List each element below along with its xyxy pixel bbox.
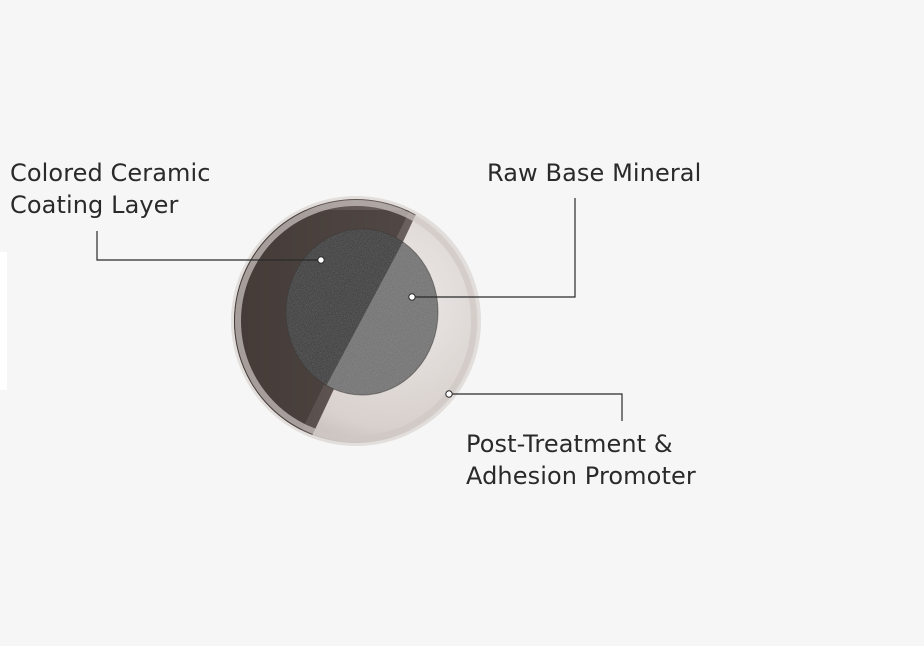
post-treatment-marker-dot (446, 391, 452, 397)
coating-label-line-1: Colored Ceramic (10, 157, 211, 189)
coating-layer-label: Colored Ceramic Coating Layer (10, 157, 211, 221)
post-treatment-label: Post-Treatment & Adhesion Promoter (466, 428, 696, 492)
raw-mineral-label: Raw Base Mineral (487, 157, 701, 189)
coating-label-line-2: Coating Layer (10, 189, 211, 221)
post-label-line-2: Adhesion Promoter (466, 460, 696, 492)
post-treatment-leader-line (449, 394, 622, 421)
mineral-marker-dot (409, 294, 415, 300)
coating-marker-dot (318, 257, 324, 263)
mineral-label-line-1: Raw Base Mineral (487, 157, 701, 189)
post-label-line-1: Post-Treatment & (466, 428, 696, 460)
